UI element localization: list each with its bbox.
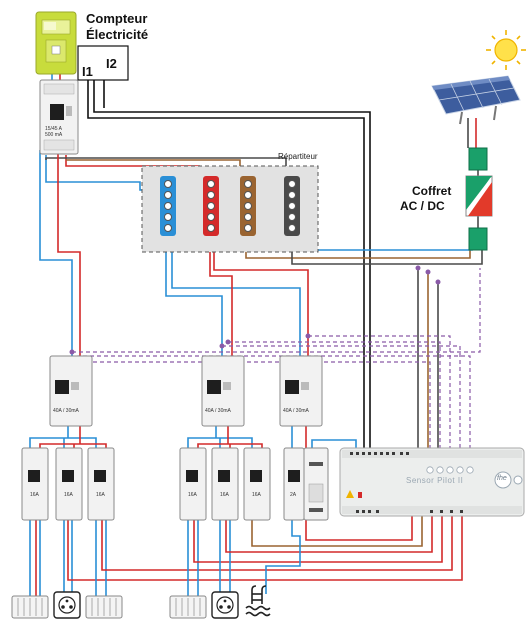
mcb-4 <box>179 447 207 521</box>
wire-gray-out1 <box>291 230 483 265</box>
wires <box>29 64 483 606</box>
terminal-screw <box>288 224 296 232</box>
wire-load-2r <box>67 478 463 581</box>
terminal-screw <box>288 180 296 188</box>
mcb-7 <box>283 447 305 521</box>
pilot-wire-5 <box>228 341 441 448</box>
pilot-wire-1 <box>72 268 481 353</box>
terminal-screw <box>288 202 296 210</box>
wire-red-trunk <box>57 150 81 360</box>
mcb-2-rating: 16A <box>64 492 73 498</box>
mcb-1-rating: 16A <box>30 492 39 498</box>
wire-load-4 <box>187 520 199 606</box>
terminal-screw <box>244 191 252 199</box>
mcb-5 <box>211 447 239 521</box>
wire-black-i2 <box>93 64 371 448</box>
wire-load-3 <box>95 520 107 606</box>
coffret-line2: AC / DC <box>400 199 445 213</box>
rcd-1 <box>49 355 93 427</box>
pool-icon <box>245 585 271 617</box>
main-breaker <box>39 79 79 155</box>
terminal-screw <box>288 213 296 221</box>
mcb-6 <box>243 447 271 521</box>
mcb-3 <box>87 447 115 521</box>
sun-icon <box>486 30 526 70</box>
mcb-1 <box>21 447 49 521</box>
ct-label-i1: I1 <box>82 64 93 79</box>
wire-red-out1 <box>209 230 233 360</box>
sensor-pilot-brand: fhe <box>497 475 507 482</box>
contactor <box>303 447 329 521</box>
pilot-wire-2 <box>77 355 471 448</box>
terminal-screw <box>244 224 252 232</box>
pilot-wire-4 <box>308 335 451 448</box>
mcb-6-rating: 16A <box>252 492 261 498</box>
terminal-screw <box>207 224 215 232</box>
pilot-wire-6 <box>72 361 431 448</box>
sensor-pilot-name: Sensor Pilot II <box>406 476 464 485</box>
radiator-icon <box>85 595 123 619</box>
pilot-wire-3 <box>222 345 461 448</box>
terminal-screw <box>164 213 172 221</box>
solar-connector-bottom <box>468 227 488 251</box>
socket-icon <box>53 591 81 619</box>
meter-subtitle: Électricité <box>86 27 149 42</box>
terminal-screw <box>164 224 172 232</box>
wire-rcd1-blue <box>29 426 97 452</box>
main-breaker-sensitivity: 500 mA <box>45 132 63 138</box>
terminal-screw <box>164 180 172 188</box>
mcb-row <box>21 447 305 521</box>
sensor-pilot-module <box>339 447 525 517</box>
terminal-screw <box>207 180 215 188</box>
radiator-icon <box>169 595 207 619</box>
terminal-screw <box>288 191 296 199</box>
mcb-3-rating: 16A <box>96 492 105 498</box>
wire-blue-out1 <box>165 230 223 360</box>
electricity-meter <box>35 11 77 75</box>
meter-title: Compteur <box>86 11 148 26</box>
terminal-screw <box>244 180 252 188</box>
rcd-3-rating: 40A / 30mA <box>283 408 309 414</box>
wire-load-3r <box>101 478 453 571</box>
ct-box <box>77 45 129 81</box>
wire-load-4r <box>193 478 443 563</box>
terminal-screw <box>164 191 172 199</box>
terminal-screw <box>244 213 252 221</box>
main-breaker-rating: 15/45 A <box>45 126 62 132</box>
wire-blue-out2 <box>171 230 301 360</box>
terminal-screw <box>207 202 215 210</box>
terminal-screw <box>244 202 252 210</box>
rcd-2-rating: 40A / 30mA <box>205 408 231 414</box>
radiator-icon <box>11 595 49 619</box>
ct-label-i2: I2 <box>106 56 117 71</box>
coffret-line1: Coffret <box>412 184 452 198</box>
socket-icon <box>211 591 239 619</box>
wire-load-5 <box>219 520 231 592</box>
solar-panel-icon <box>431 75 521 125</box>
mcb-2 <box>55 447 83 521</box>
wire-rcd3-cont <box>311 439 357 452</box>
solar-connector-top <box>468 147 488 171</box>
terminal-screw <box>207 213 215 221</box>
junction-dots <box>69 265 441 355</box>
mcb-4-rating: 16A <box>188 492 197 498</box>
wire-black-i1 <box>87 64 365 448</box>
terminal-screw <box>207 191 215 199</box>
terminal-screw <box>164 202 172 210</box>
wire-load-1 <box>29 520 41 606</box>
repartiteur-label: Répartiteur <box>278 152 318 161</box>
wire-load-7 <box>265 520 301 594</box>
rcd-3 <box>279 355 323 427</box>
inverter-icon <box>465 175 493 217</box>
mcb-5-rating: 16A <box>220 492 229 498</box>
mcb-7-rating: 2A <box>290 492 297 498</box>
rcd-1-rating: 40A / 30mA <box>53 408 79 414</box>
rcd-2 <box>201 355 245 427</box>
wire-blue-trunk <box>39 150 73 360</box>
